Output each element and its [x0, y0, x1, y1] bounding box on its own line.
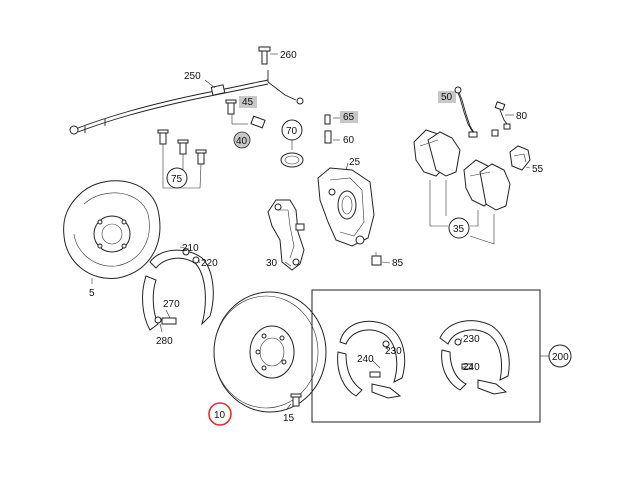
- caliper-carrier-30[interactable]: [267, 199, 305, 271]
- callout-10[interactable]: 10: [214, 410, 226, 421]
- callout-35[interactable]: 35: [453, 224, 465, 235]
- callout-45-box: [239, 96, 257, 108]
- callout-270[interactable]: 270: [163, 299, 180, 310]
- callout-280[interactable]: 280: [156, 336, 173, 347]
- callout-200-ring: [548, 344, 572, 368]
- callout-30[interactable]: 30: [266, 258, 278, 269]
- callout-40-ring: [233, 131, 251, 149]
- callout-240-left[interactable]: 240: [357, 354, 374, 365]
- callout-230-right[interactable]: 230: [463, 334, 480, 345]
- callout-210[interactable]: 210: [182, 243, 199, 254]
- piston-seal-70[interactable]: [280, 152, 304, 168]
- wear-sensor-50[interactable]: [454, 86, 478, 138]
- callout-65-box: [340, 111, 358, 123]
- callout-75[interactable]: 75: [171, 174, 183, 185]
- callout-60[interactable]: 60: [343, 135, 355, 146]
- callout-65[interactable]: 65: [343, 112, 355, 123]
- wear-sensor-80[interactable]: [491, 101, 511, 137]
- bleeder-valve-65[interactable]: [324, 114, 332, 144]
- anti-rattle-spring-55[interactable]: [509, 145, 531, 171]
- bolt-set-75[interactable]: [157, 129, 207, 189]
- callout-220[interactable]: 220: [201, 258, 218, 269]
- callout-260[interactable]: 260: [280, 50, 297, 61]
- callout-70[interactable]: 70: [286, 126, 298, 137]
- bolt-260[interactable]: [258, 46, 271, 65]
- brake-caliper-25[interactable]: [317, 167, 375, 247]
- callout-10-ring-selected: [208, 402, 232, 426]
- callout-35-ring: [448, 217, 470, 239]
- parking-brake-shoe-left[interactable]: [142, 248, 214, 331]
- callout-50[interactable]: 50: [441, 92, 453, 103]
- callout-25[interactable]: 25: [349, 157, 361, 168]
- callout-40[interactable]: 40: [236, 136, 248, 147]
- callout-15[interactable]: 15: [283, 413, 295, 424]
- callout-240-right[interactable]: 240: [463, 362, 480, 373]
- screw-15[interactable]: [290, 393, 302, 407]
- parking-brake-cable[interactable]: [69, 70, 304, 135]
- shoe-kit-left[interactable]: [337, 320, 406, 399]
- callout-250[interactable]: 250: [184, 71, 201, 82]
- brake-pads-35[interactable]: [413, 129, 511, 211]
- callout-45[interactable]: 45: [242, 97, 254, 108]
- callout-5[interactable]: 5: [89, 288, 95, 299]
- backing-plate-5[interactable]: [63, 180, 161, 279]
- callout-85[interactable]: 85: [392, 258, 404, 269]
- callout-230-left[interactable]: 230: [385, 346, 402, 357]
- bolt-set-40[interactable]: [225, 99, 266, 129]
- bolt-85[interactable]: [371, 252, 382, 266]
- callout-200[interactable]: 200: [552, 352, 569, 363]
- callout-55[interactable]: 55: [532, 164, 544, 175]
- callout-75-ring: [166, 167, 188, 189]
- brake-disc-10[interactable]: [213, 291, 327, 413]
- shoe-kit-right[interactable]: [439, 320, 510, 395]
- callout-80[interactable]: 80: [516, 111, 528, 122]
- callout-50-box: [438, 91, 456, 103]
